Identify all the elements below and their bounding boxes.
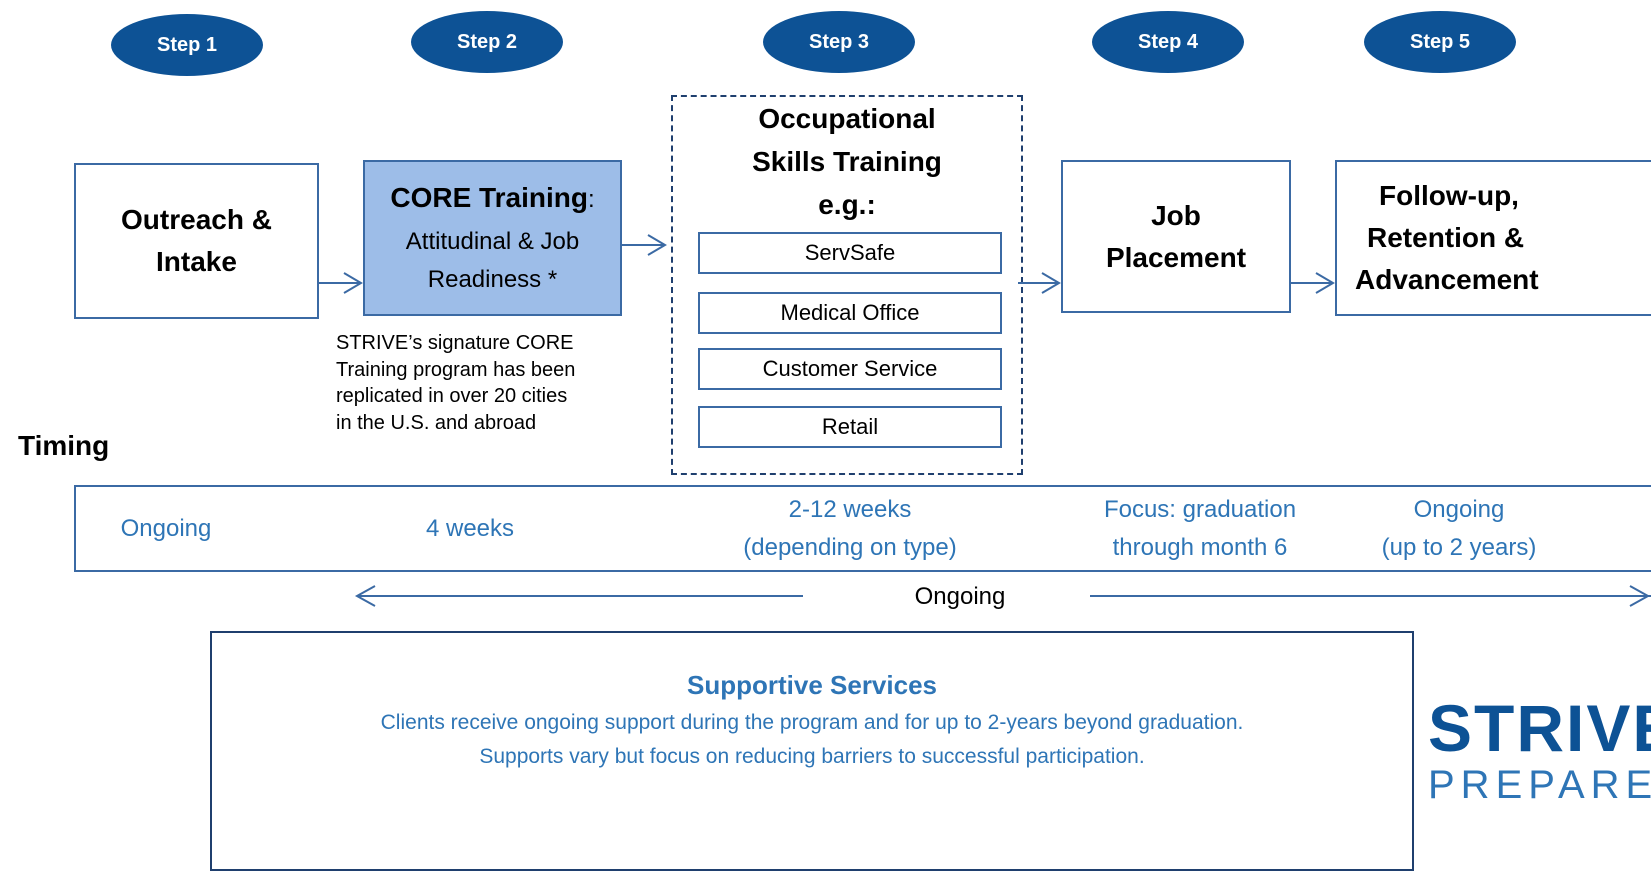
timing-cell-line: (depending on type) [743, 533, 957, 561]
job-placement-line2: Placement [1105, 241, 1247, 273]
core-note-line: replicated in over 20 cities [336, 385, 568, 407]
occupational-title: Occupational Skills Training e.g.: [673, 97, 1021, 226]
timing-label: Timing [18, 430, 110, 461]
core-title: CORE Training [390, 181, 588, 213]
supportive-services-line1: Clients receive ongoing support during t… [380, 711, 1244, 734]
timing-cell-line: Ongoing [1413, 495, 1505, 523]
followup-line3: Advancement [1355, 264, 1539, 295]
strive-logo-tagline: PREPARES [1428, 763, 1651, 807]
occupational-title-line: Skills Training [752, 146, 942, 177]
step-3-badge: Step 3 [763, 11, 915, 73]
outreach-line1: Outreach & [121, 204, 272, 235]
strive-logo: STRIVE [1428, 691, 1651, 765]
core-note-line: Training program has been [336, 358, 576, 381]
flow-arrows [319, 234, 1651, 607]
timing-cell-step5: Ongoing (up to 2 years) [1335, 488, 1583, 569]
job-placement-box: Job Placement [1061, 160, 1291, 313]
timing-cell-line: Focus: graduation [1103, 495, 1297, 523]
followup-box: Follow-up, Retention & Advancement [1335, 160, 1651, 316]
outreach-intake-box: Outreach & Intake [74, 163, 319, 319]
occupational-title-line: e.g.: [818, 189, 876, 220]
core-colon: : [587, 185, 595, 213]
core-line2: Readiness * [427, 265, 558, 293]
timing-cell-line: 4 weeks [425, 514, 515, 542]
occupational-item-servsafe: ServSafe [698, 232, 1002, 274]
supportive-services-title: Supportive Services [687, 670, 937, 700]
timing-cell-step2: 4 weeks [390, 488, 550, 569]
step-1-badge: Step 1 [111, 14, 263, 76]
step-2-badge: Step 2 [411, 11, 563, 73]
timing-box [74, 485, 1651, 572]
followup-line1: Follow-up, [1379, 180, 1519, 211]
supportive-services-line2: Supports vary but focus on reducing barr… [479, 745, 1145, 768]
occupational-item-customer-service: Customer Service [698, 348, 1002, 390]
step-4-badge: Step 4 [1092, 11, 1244, 73]
ongoing-span-label: Ongoing [914, 583, 1006, 610]
job-placement-line1: Job [1151, 199, 1201, 231]
occupational-item-medical-office: Medical Office [698, 292, 1002, 334]
core-title-row: CORE Training: [390, 178, 594, 223]
outreach-line2: Intake [156, 246, 237, 277]
core-line1: Attitudinal & Job [405, 227, 580, 255]
followup-line2: Retention & [1367, 222, 1525, 253]
occupational-skills-box: Occupational Skills Training e.g.: ServS… [671, 95, 1023, 475]
timing-cell-line: (up to 2 years) [1381, 533, 1537, 561]
timing-cell-step3: 2-12 weeks (depending on type) [700, 488, 1000, 569]
timing-cell-line: Ongoing [120, 514, 212, 542]
core-note-line: STRIVE’s signature CORE [336, 332, 574, 354]
timing-cell-step1: Ongoing [86, 488, 246, 569]
timing-cell-step4: Focus: graduation through month 6 [1070, 488, 1330, 569]
occupational-title-line: Occupational [758, 103, 936, 134]
timing-cell-line: 2-12 weeks [788, 495, 912, 523]
occupational-item-retail: Retail [698, 406, 1002, 448]
timing-cell-line: through month 6 [1112, 533, 1288, 561]
core-note: STRIVE’s signature CORE Training program… [336, 330, 626, 436]
step-5-badge: Step 5 [1364, 11, 1516, 73]
core-note-line: in the U.S. and abroad [336, 411, 537, 434]
core-training-box: CORE Training: Attitudinal & Job Readine… [363, 160, 622, 316]
